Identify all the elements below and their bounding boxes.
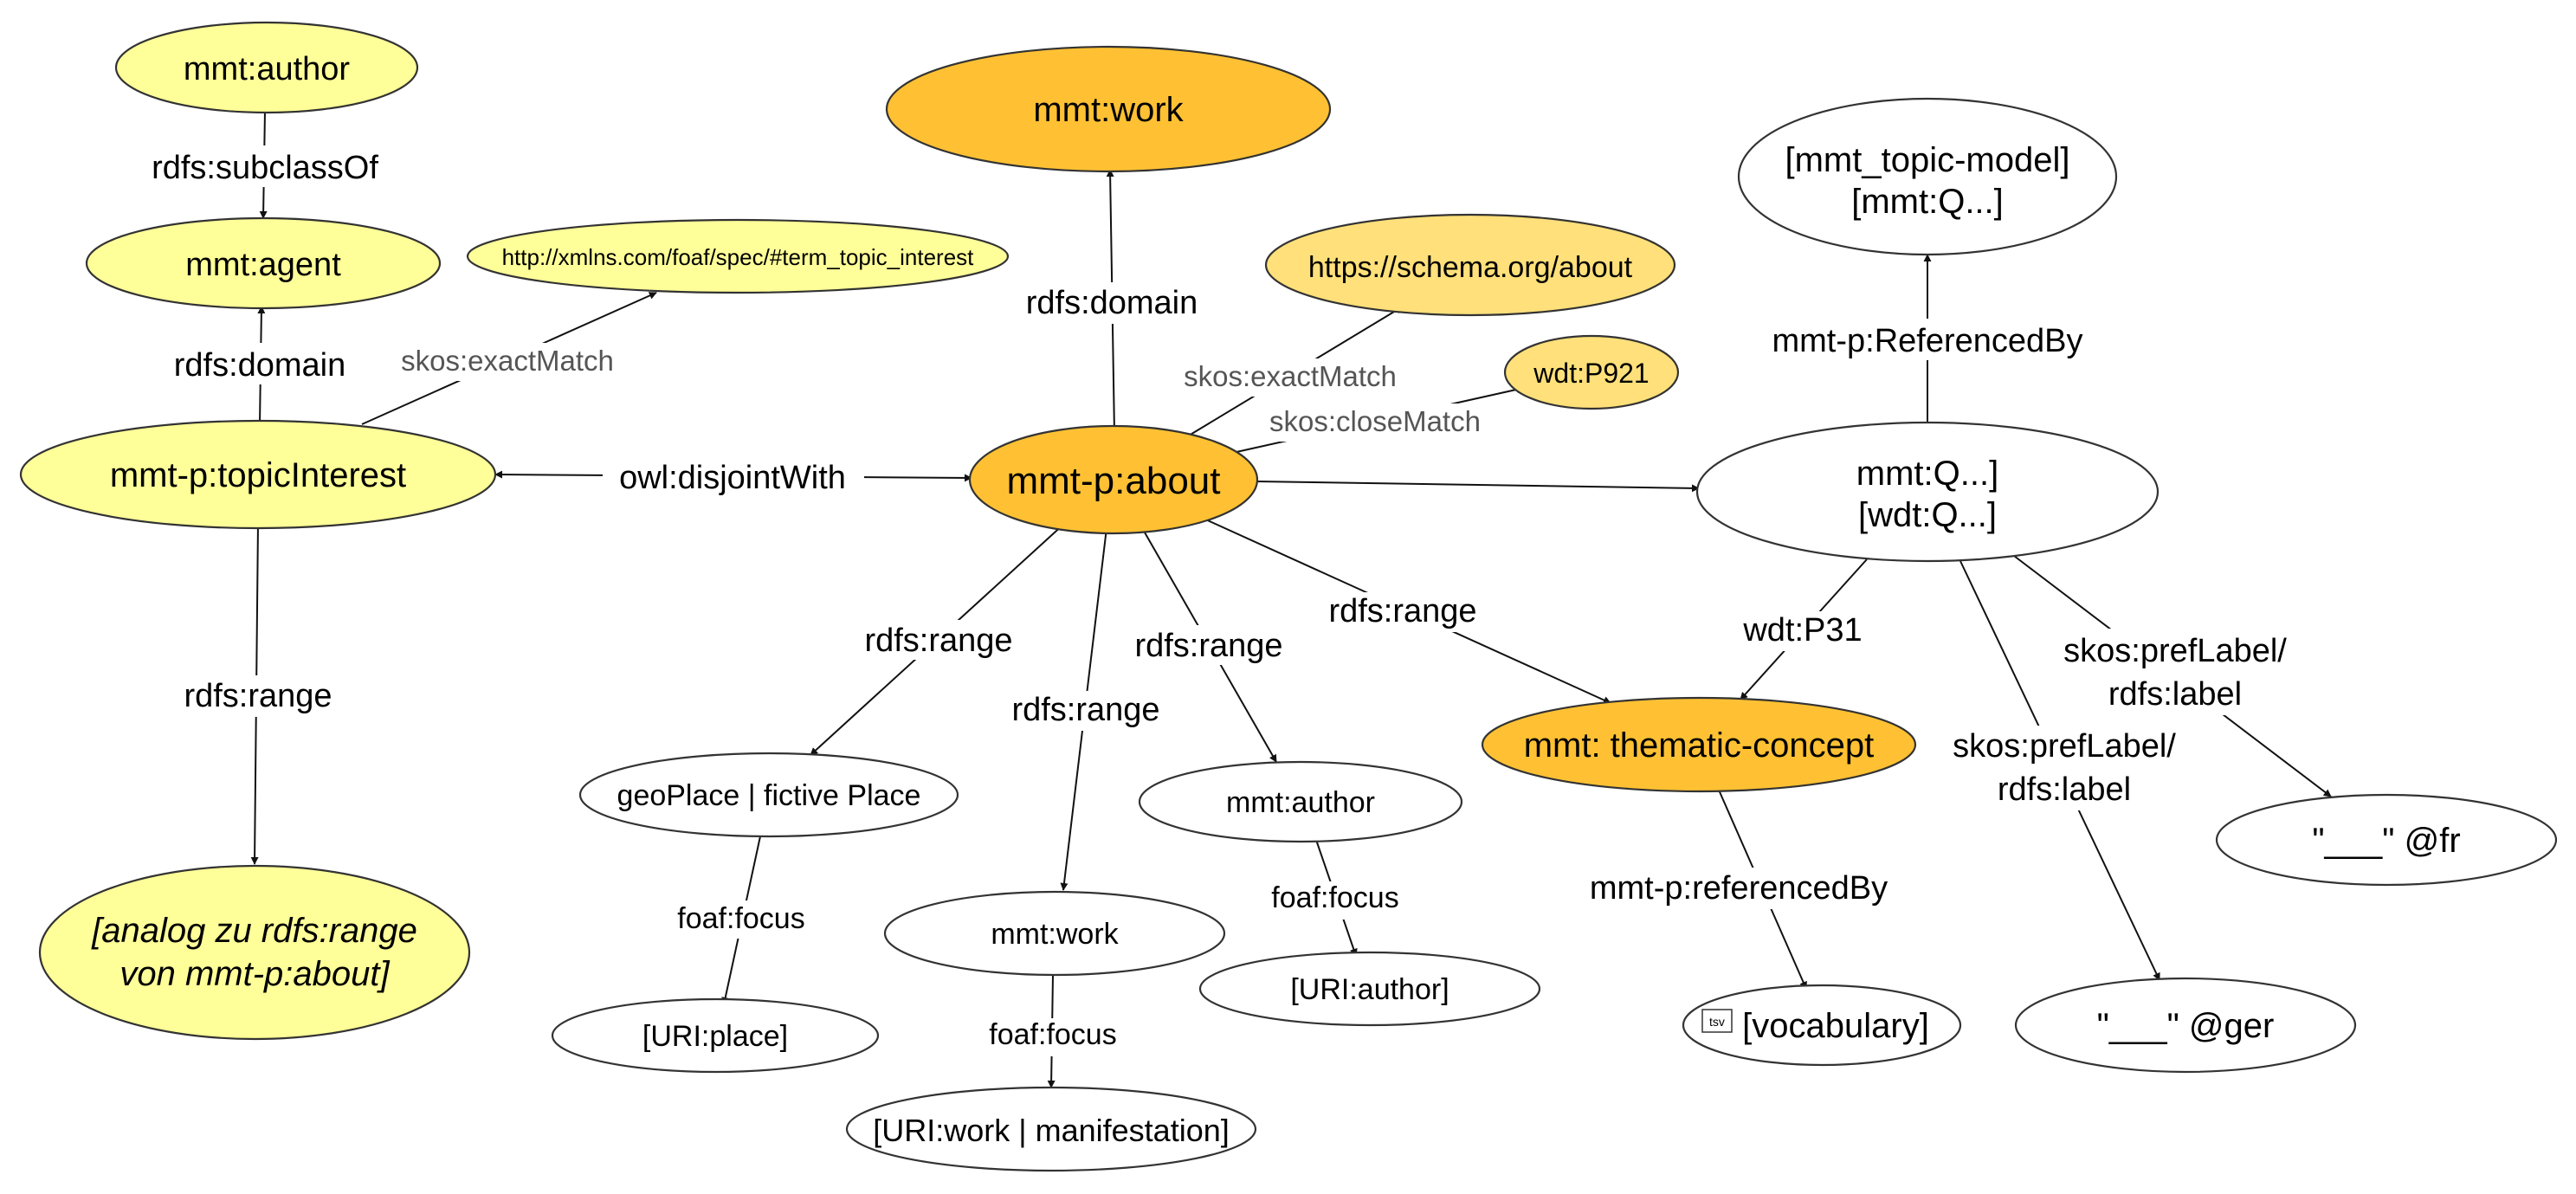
node-mmt-p-topicinterest: mmt-p:topicInterest bbox=[19, 419, 497, 530]
node-mmt-p-about: mmt-p:about bbox=[968, 424, 1259, 535]
node-label-mmt-q-line1: mmt:Q...] bbox=[1856, 455, 1998, 493]
edge-label-range-analog: rdfs:range bbox=[184, 678, 332, 714]
node-uri-author: [URI:author] bbox=[1198, 951, 1541, 1027]
node-label-topicinterest: mmt-p:topicInterest bbox=[110, 456, 406, 494]
nodes-layer: mmt:author mmt:agent http://xmlns.com/fo… bbox=[19, 21, 2558, 1172]
edge-label-referencedby-vocab: mmt-p:referencedBy bbox=[1590, 870, 1888, 907]
edge-label-exactmatch-foaf: skos:exactMatch bbox=[401, 345, 614, 377]
edge-label-preflabel-fr-line1: skos:prefLabel/ bbox=[2063, 633, 2287, 669]
edge-label-range-concept: rdfs:range bbox=[1328, 593, 1476, 629]
node-label-analog-line2: von mmt-p:about] bbox=[119, 955, 390, 993]
node-geo-place: geoPlace | fictive Place bbox=[578, 752, 959, 838]
node-label-mmt-work-mid: mmt:work bbox=[991, 918, 1119, 951]
edge-label-range-author: rdfs:range bbox=[1134, 628, 1282, 664]
node-label-mmt-agent: mmt:agent bbox=[185, 247, 341, 283]
edge-label-foafocus-place: foaf:focus bbox=[677, 902, 804, 935]
node-label-schema-about: https://schema.org/about bbox=[1308, 251, 1633, 284]
node-schema-about: https://schema.org/about bbox=[1264, 213, 1676, 317]
node-label-vocabulary: [vocabulary] bbox=[1742, 1007, 1929, 1045]
edge-label-wdtp31: wdt:P31 bbox=[1742, 612, 1862, 649]
tsv-file-icon: tsv bbox=[1701, 1009, 1733, 1033]
edge-label-domain-work: rdfs:domain bbox=[1026, 285, 1198, 321]
node-foaf-topic-interest-url: http://xmlns.com/foaf/spec/#term_topic_i… bbox=[466, 218, 1010, 294]
node-uri-place: [URI:place] bbox=[551, 997, 880, 1074]
edge-about-to-mmtq-line bbox=[1255, 481, 1700, 493]
node-label-mmt-author-top: mmt:author bbox=[184, 51, 351, 87]
node-label-mmt-p-about: mmt-p:about bbox=[1007, 460, 1221, 502]
edge-label-range-work: rdfs:range bbox=[1011, 692, 1159, 728]
node-label-uri-work: [URI:work | manifestation] bbox=[873, 1113, 1230, 1148]
node-label-uri-author: [URI:author] bbox=[1290, 973, 1449, 1006]
node-label-foaf-url: http://xmlns.com/foaf/spec/#term_topic_i… bbox=[502, 244, 975, 270]
node-uri-work: [URI:work | manifestation] bbox=[845, 1086, 1257, 1172]
edge-label-foafocus-author: foaf:focus bbox=[1271, 881, 1398, 914]
edge-label-foafocus-work: foaf:focus bbox=[989, 1018, 1116, 1051]
node-mmt-agent: mmt:agent bbox=[85, 216, 442, 310]
node-label-thematic-concept: mmt: thematic-concept bbox=[1524, 726, 1875, 765]
node-text-label-fr: "___" @fr bbox=[2312, 822, 2460, 860]
edge-label-disjointwith: owl:disjointWith bbox=[619, 460, 846, 496]
node-label-mmt-work-top: mmt:work bbox=[1033, 91, 1184, 129]
node-label-uri-place: [URI:place] bbox=[642, 1020, 788, 1053]
node-label-topic-model-line1: [mmt_topic-model] bbox=[1785, 141, 2070, 179]
node-label-analog-line1: [analog zu rdfs:range bbox=[91, 912, 417, 950]
node-wdt-p921: wdt:P921 bbox=[1503, 334, 1680, 410]
node-label-geo-place: geoPlace | fictive Place bbox=[617, 779, 921, 812]
edge-label-range-geo: rdfs:range bbox=[864, 623, 1012, 659]
node-analog-range: [analog zu rdfs:range von mmt-p:about] bbox=[38, 864, 471, 1041]
edge-label-subclassof: rdfs:subclassOf bbox=[152, 150, 378, 186]
edge-labels-layer: rdfs:subclassOf rdfs:domain skos:exactMa… bbox=[137, 145, 2307, 1056]
tsv-icon-label: tsv bbox=[1709, 1015, 1725, 1029]
node-label-mmt-q-line2: [wdt:Q...] bbox=[1858, 496, 1997, 534]
node-topic-model: [mmt_topic-model] [mmt:Q...] bbox=[1737, 97, 2118, 256]
edge-label-preflabel-ger-line1: skos:prefLabel/ bbox=[1953, 728, 2176, 765]
node-text-label-ger: "___" @ger bbox=[2097, 1007, 2275, 1045]
node-mmt-work-mid: mmt:work bbox=[883, 890, 1226, 977]
node-label-topic-model-line2: [mmt:Q...] bbox=[1851, 183, 2004, 221]
edge-label-preflabel-ger-line2: rdfs:label bbox=[1998, 771, 2131, 808]
node-label-ger: "___" @ger bbox=[2014, 977, 2357, 1074]
edge-label-domain-agent: rdfs:domain bbox=[174, 347, 346, 384]
edge-label-exactmatch-schema: skos:exactMatch bbox=[1184, 360, 1397, 392]
node-mmt-work-top: mmt:work bbox=[885, 45, 1332, 173]
node-thematic-concept: mmt: thematic-concept bbox=[1481, 696, 1917, 793]
node-vocabulary: tsv [vocabulary] bbox=[1682, 984, 1962, 1067]
edge-label-closematch: skos:closeMatch bbox=[1269, 405, 1481, 437]
node-label-fr: "___" @fr bbox=[2215, 793, 2558, 887]
edge-label-referencedby-model: mmt-p:ReferencedBy bbox=[1772, 323, 2082, 359]
node-mmt-q: mmt:Q...] [wdt:Q...] bbox=[1695, 421, 2160, 563]
node-label-mmt-author-mid: mmt:author bbox=[1226, 786, 1375, 819]
edge-label-preflabel-fr-line2: rdfs:label bbox=[2108, 676, 2242, 713]
node-label-wdt-p921: wdt:P921 bbox=[1533, 358, 1649, 389]
node-mmt-author-mid: mmt:author bbox=[1138, 760, 1463, 843]
node-mmt-author-top: mmt:author bbox=[114, 21, 419, 114]
